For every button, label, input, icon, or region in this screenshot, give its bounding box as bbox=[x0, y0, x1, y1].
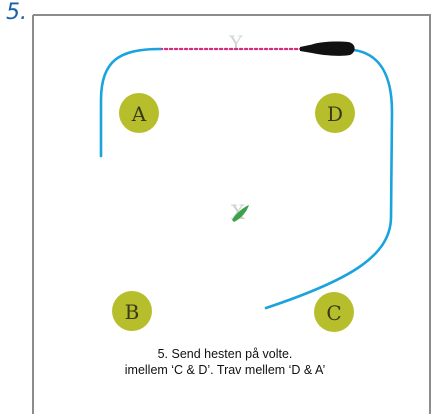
marker-c-label: C bbox=[326, 301, 341, 325]
marker-b: B bbox=[112, 291, 152, 331]
riding-path-left bbox=[99, 47, 162, 158]
arena-border-top bbox=[33, 14, 431, 414]
marker-d: D bbox=[315, 93, 355, 133]
marker-a: A bbox=[119, 93, 159, 133]
marker-c: C bbox=[314, 292, 354, 332]
marker-b-label: B bbox=[125, 300, 140, 324]
arena-top-label: Y bbox=[228, 31, 243, 55]
marker-d-label: D bbox=[327, 102, 343, 126]
caption-line-2: imellem ‘C & D’. Trav mellem ‘D & A’ bbox=[124, 363, 326, 377]
riding-path-right bbox=[264, 48, 394, 310]
horse-icon bbox=[300, 41, 355, 56]
marker-a-label: A bbox=[131, 102, 147, 126]
caption-line-1: 5. Send hesten på volte. bbox=[157, 347, 293, 361]
step-number: 5. bbox=[6, 0, 27, 25]
instruction-caption: 5. Send hesten på volte. imellem ‘C & D’… bbox=[110, 346, 340, 378]
green-leaf-icon bbox=[232, 205, 249, 222]
